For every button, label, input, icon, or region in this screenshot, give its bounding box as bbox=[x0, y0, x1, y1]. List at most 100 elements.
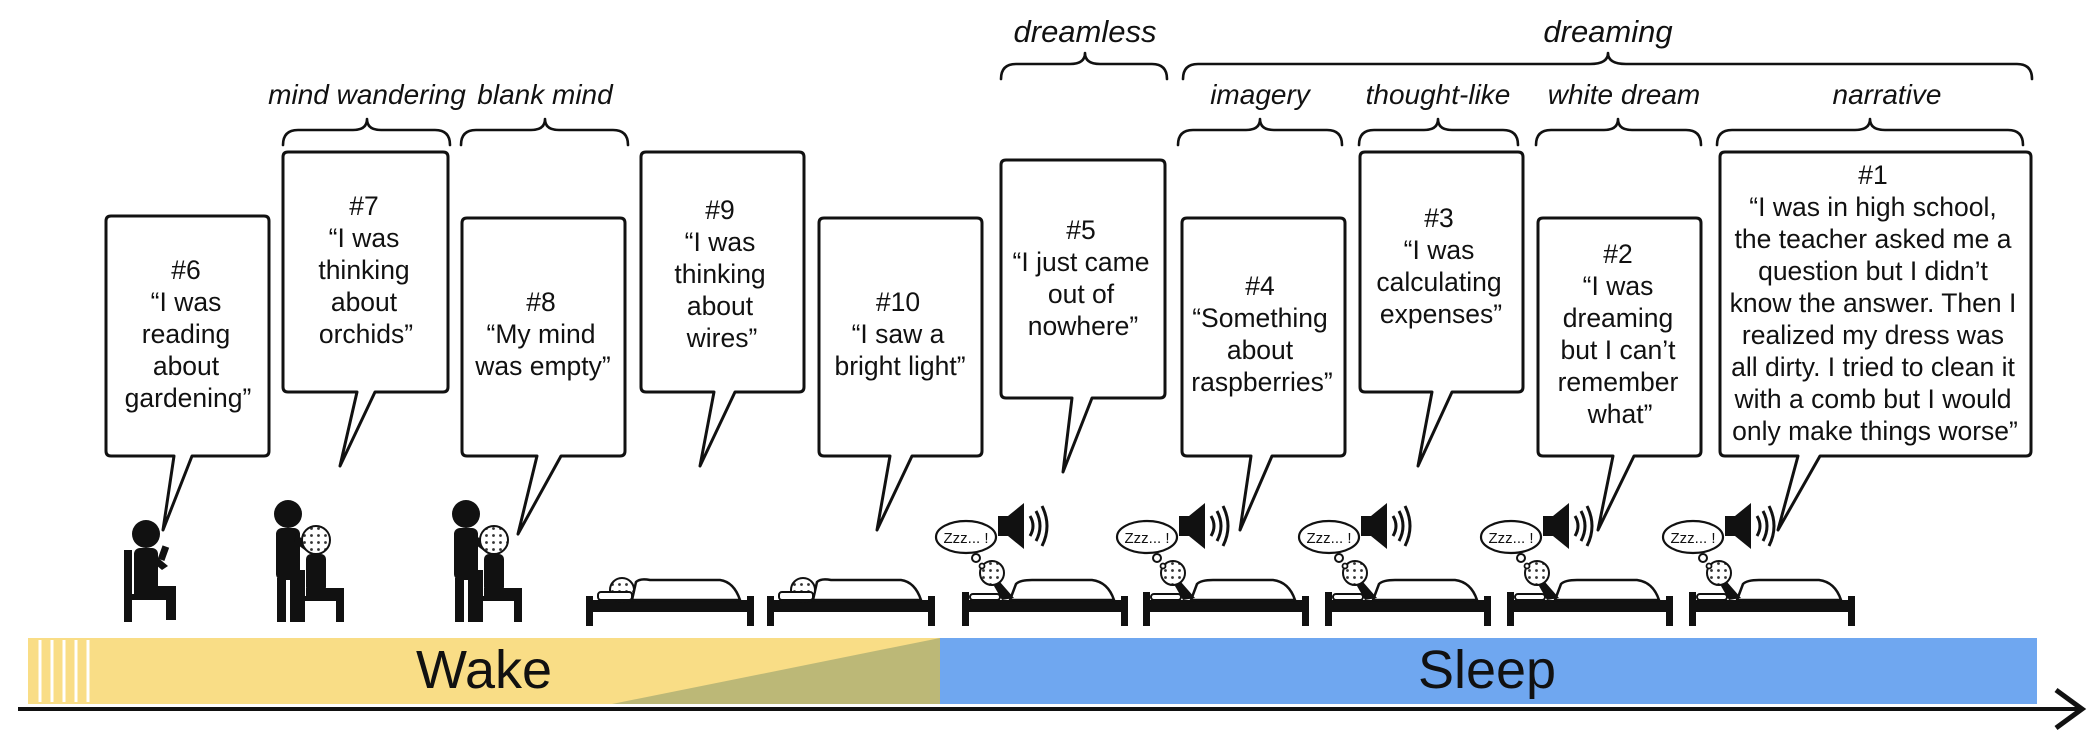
wake-hatch-lines bbox=[38, 640, 90, 702]
report-text: #4 “Something about raspberries” bbox=[1191, 271, 1332, 397]
person-interrupted-icon bbox=[452, 500, 522, 622]
report-id: #1 bbox=[1858, 160, 1887, 190]
report-bubble-2: #2 “I was dreaming but I can’t remember … bbox=[1536, 216, 1703, 532]
speech-bubble-shape bbox=[1718, 150, 2033, 532]
quote-line: only make things worse” bbox=[1732, 416, 2018, 446]
report-id: #6 bbox=[171, 255, 200, 285]
person-interrupted-icon bbox=[274, 500, 344, 622]
zzz-label: Zzz... ! bbox=[944, 530, 989, 547]
speaker-icon bbox=[998, 503, 1049, 549]
awakened-sleeper-icon: Zzz... ! bbox=[1115, 503, 1309, 626]
report-bubble-8: #8 “My mind was empty” bbox=[460, 216, 627, 536]
quote-line: realized my dress was bbox=[1742, 320, 2004, 350]
speech-bubble-shape bbox=[817, 216, 984, 532]
quote-line: “I was bbox=[329, 223, 400, 253]
quote-line: orchids” bbox=[319, 319, 413, 349]
brace-imagery bbox=[1176, 117, 1344, 147]
speaker-icon bbox=[1543, 503, 1594, 549]
brace-narrative bbox=[1715, 117, 2025, 147]
report-id: #5 bbox=[1066, 215, 1095, 245]
quote-line: “Something bbox=[1192, 303, 1328, 333]
report-bubble-4: #4 “Something about raspberries” bbox=[1180, 216, 1347, 532]
report-id: #3 bbox=[1424, 203, 1453, 233]
brace-dreaming bbox=[1181, 51, 2034, 81]
speaker-icon bbox=[1725, 503, 1776, 549]
awakened-sleeper-icon: Zzz... ! bbox=[1297, 503, 1491, 626]
speech-bubble-shape bbox=[1536, 216, 1703, 532]
quote-line: out of bbox=[1048, 279, 1115, 309]
label-dreaming: dreaming bbox=[1543, 14, 1672, 49]
category-braces bbox=[281, 51, 2034, 147]
report-bubble-7: #7 “I was thinking about orchids” bbox=[281, 150, 450, 468]
zzz-label: Zzz... ! bbox=[1489, 530, 1534, 547]
quote-line: nowhere” bbox=[1028, 311, 1138, 341]
quote-line: but I can’t bbox=[1561, 335, 1677, 365]
speech-bubble-shape bbox=[460, 216, 627, 536]
category-labels: mind wandering blank mind dreamless drea… bbox=[268, 14, 1941, 110]
awakened-sleeper-icon: Zzz... ! bbox=[1661, 503, 1855, 626]
quote-line: the teacher asked me a bbox=[1735, 224, 2012, 254]
label-thought-like: thought-like bbox=[1366, 79, 1511, 110]
brace-dreamless bbox=[999, 51, 1169, 81]
drowsy-transition-wedge bbox=[612, 638, 940, 704]
report-bubble-10: #10 “I saw a bright light” bbox=[817, 216, 984, 532]
quote-line: “My mind bbox=[487, 319, 596, 349]
report-id: #8 bbox=[526, 287, 555, 317]
report-bubble-3: #3 “I was calculating expenses” bbox=[1358, 150, 1525, 468]
zzz-label: Zzz... ! bbox=[1125, 530, 1170, 547]
quote-line: about bbox=[153, 351, 220, 381]
quote-line: question but I didn’t bbox=[1758, 256, 1988, 286]
quote-line: all dirty. I tried to clean it bbox=[1731, 352, 2015, 382]
quote-line: with a comb but I would bbox=[1734, 384, 2012, 414]
report-text: #10 “I saw a bright light” bbox=[834, 287, 965, 381]
quote-line: remember bbox=[1558, 367, 1679, 397]
report-text: #6 “I was reading about gardening” bbox=[125, 255, 252, 413]
report-text: #5 “I just came out of nowhere” bbox=[1013, 215, 1154, 341]
person-lying-icon bbox=[767, 577, 935, 626]
brace-white-dream bbox=[1534, 117, 1703, 147]
report-id: #2 bbox=[1603, 239, 1632, 269]
speech-bubble-shape bbox=[639, 150, 806, 468]
brace-mind-wandering bbox=[281, 117, 452, 147]
sleep-label: Sleep bbox=[1418, 640, 1556, 700]
report-bubble-5: #5 “I just came out of nowhere” bbox=[999, 158, 1167, 474]
quote-line: about bbox=[331, 287, 398, 317]
speaker-icon bbox=[1179, 503, 1230, 549]
quote-line: what” bbox=[1587, 399, 1653, 429]
label-white-dream: white dream bbox=[1548, 79, 1701, 110]
quote-line: “I was bbox=[1583, 271, 1654, 301]
report-text: #2 “I was dreaming but I can’t remember … bbox=[1558, 239, 1683, 429]
speaker-icon bbox=[1361, 503, 1412, 549]
quote-line: “I was bbox=[1404, 235, 1475, 265]
quote-line: gardening” bbox=[125, 383, 252, 413]
quote-line: expenses” bbox=[1380, 299, 1502, 329]
label-mind-wandering: mind wandering bbox=[268, 79, 466, 110]
quote-line: reading bbox=[142, 319, 230, 349]
quote-line: “I was in high school, bbox=[1749, 192, 1996, 222]
quote-line: “I was bbox=[151, 287, 222, 317]
label-blank-mind: blank mind bbox=[477, 79, 614, 110]
wake-label: Wake bbox=[416, 640, 552, 700]
label-imagery: imagery bbox=[1210, 79, 1312, 110]
quote-line: thinking bbox=[318, 255, 409, 285]
time-axis-arrowhead bbox=[2054, 687, 2087, 731]
label-narrative: narrative bbox=[1833, 79, 1942, 110]
label-dreamless: dreamless bbox=[1014, 14, 1157, 49]
report-id: #7 bbox=[349, 191, 378, 221]
report-text: #3 “I was calculating expenses” bbox=[1376, 203, 1505, 329]
timeline: Wake Sleep bbox=[18, 638, 2087, 731]
report-text: #8 “My mind was empty” bbox=[474, 287, 610, 381]
brace-blank-mind bbox=[459, 117, 630, 147]
report-id: #4 bbox=[1245, 271, 1274, 301]
quote-line: calculating bbox=[1376, 267, 1501, 297]
report-bubble-9: #9 “I was thinking about wires” bbox=[639, 150, 806, 468]
zzz-label: Zzz... ! bbox=[1307, 530, 1352, 547]
person-lying-icon bbox=[586, 577, 754, 626]
quote-line: about bbox=[687, 291, 754, 321]
brace-thought-like bbox=[1357, 117, 1520, 147]
speech-bubble-shape bbox=[999, 158, 1167, 474]
report-bubble-6: #6 “I was reading about gardening” bbox=[104, 214, 271, 532]
awakened-sleeper-icon: Zzz... ! bbox=[934, 503, 1128, 626]
